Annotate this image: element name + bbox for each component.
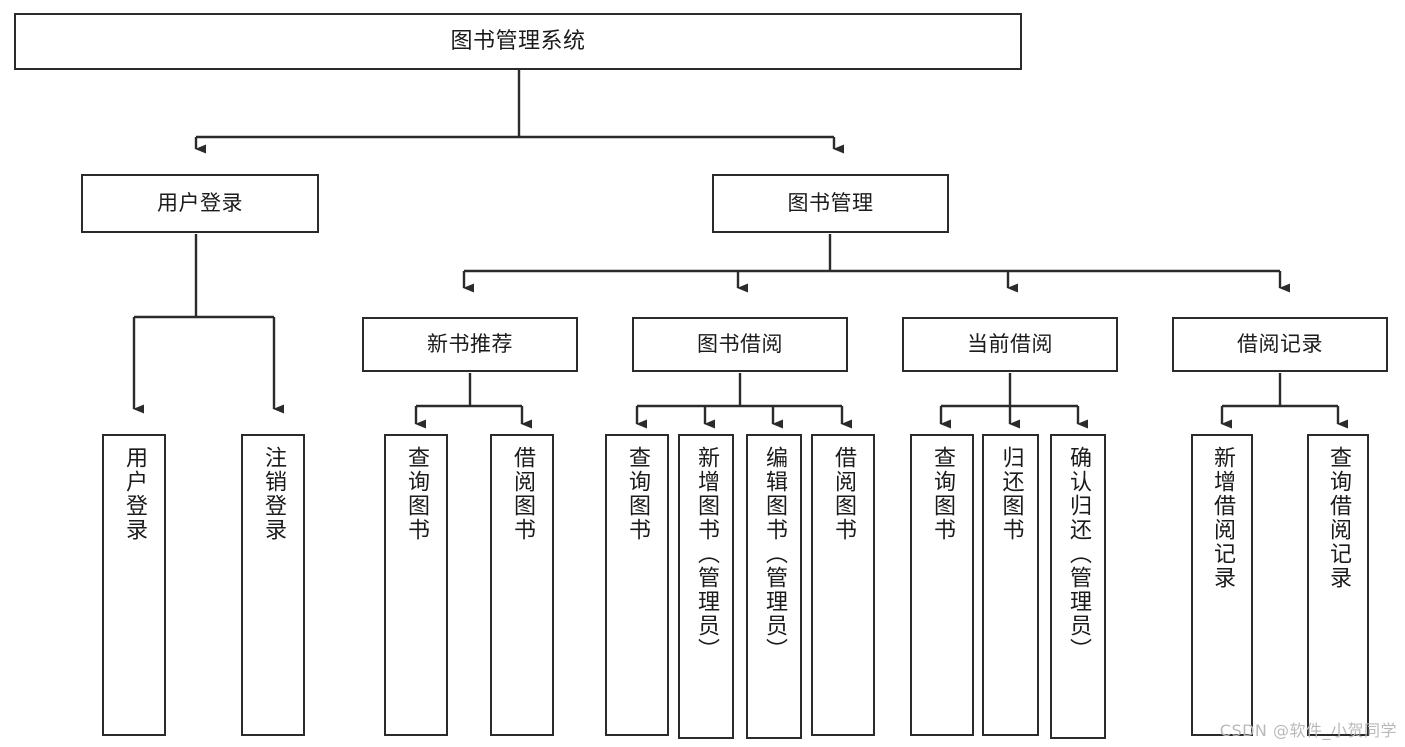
leaf-query-book-borrowing[interactable]: 查询图书 [605, 434, 669, 736]
leaf-edit-book-admin[interactable]: 编辑图书（管理员） [746, 434, 802, 739]
node-label: 确认归还（管理员） [1065, 446, 1091, 662]
node-label: 归还图书 [998, 446, 1024, 542]
leaf-query-book-newbook[interactable]: 查询图书 [384, 434, 448, 736]
node-label: 查询借阅记录 [1325, 446, 1351, 590]
node-user-login[interactable]: 用户登录 [81, 174, 319, 233]
node-label: 查询图书 [624, 446, 650, 542]
leaf-return-book[interactable]: 归还图书 [982, 434, 1039, 736]
node-label: 查询图书 [929, 446, 955, 542]
node-label: 注销登录 [260, 446, 286, 542]
node-label: 图书管理系统 [450, 28, 586, 54]
node-current-borrowing[interactable]: 当前借阅 [902, 317, 1118, 372]
node-label: 当前借阅 [967, 332, 1053, 357]
leaf-logout[interactable]: 注销登录 [241, 434, 305, 736]
node-label: 图书借阅 [697, 332, 783, 357]
node-label: 用户登录 [121, 446, 147, 542]
node-label: 借阅图书 [830, 446, 856, 542]
node-label: 新增借阅记录 [1209, 446, 1235, 590]
node-label: 新增图书（管理员） [693, 446, 719, 662]
node-borrow-records[interactable]: 借阅记录 [1172, 317, 1388, 372]
leaf-borrow-book-newbook[interactable]: 借阅图书 [490, 434, 554, 736]
leaf-add-borrow-record[interactable]: 新增借阅记录 [1191, 434, 1253, 736]
node-new-book-recommendation[interactable]: 新书推荐 [362, 317, 578, 372]
leaf-confirm-return-admin[interactable]: 确认归还（管理员） [1050, 434, 1106, 739]
node-root-book-management-system[interactable]: 图书管理系统 [14, 13, 1022, 70]
node-book-borrowing[interactable]: 图书借阅 [632, 317, 848, 372]
leaf-query-borrow-record[interactable]: 查询借阅记录 [1307, 434, 1369, 736]
node-label: 用户登录 [157, 191, 243, 216]
node-label: 借阅记录 [1237, 332, 1323, 357]
node-label: 新书推荐 [427, 332, 513, 357]
leaf-query-book-current[interactable]: 查询图书 [910, 434, 974, 736]
leaf-add-book-admin[interactable]: 新增图书（管理员） [678, 434, 734, 739]
leaf-user-login[interactable]: 用户登录 [102, 434, 166, 736]
node-label: 借阅图书 [509, 446, 535, 542]
node-label: 图书管理 [787, 191, 874, 216]
leaf-borrow-book-borrowing[interactable]: 借阅图书 [811, 434, 875, 736]
node-book-management[interactable]: 图书管理 [712, 174, 949, 233]
node-label: 编辑图书（管理员） [761, 446, 787, 662]
csdn-watermark: CSDN @软件_小贺同学 [1219, 721, 1397, 740]
node-label: 查询图书 [403, 446, 429, 542]
